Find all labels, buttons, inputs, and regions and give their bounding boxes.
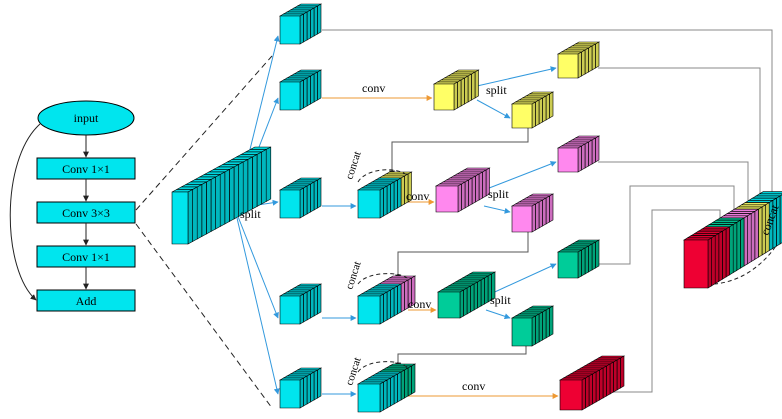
output-line: [598, 185, 735, 265]
conv1-top-label: Conv 1×1: [62, 162, 110, 176]
split-block-yellow-top: [556, 41, 601, 79]
concat-arc: [713, 245, 777, 285]
concat-block-cyan-green: [356, 363, 417, 413]
output-line: [598, 67, 761, 204]
output-line: [606, 209, 721, 393]
split-arrow: [485, 309, 511, 320]
final-concat-block: [682, 191, 782, 289]
feed-line: [395, 346, 527, 369]
split-arrow: [236, 213, 279, 319]
split-block-3: [278, 177, 323, 219]
split-arrow: [476, 66, 557, 87]
conv-label: conv: [362, 81, 385, 95]
feed-line: [389, 128, 529, 177]
concat-block-cyan-pink: [356, 275, 417, 325]
split-block-2: [278, 69, 323, 111]
conv-block-pink: [434, 167, 491, 213]
split-block-4: [278, 283, 323, 325]
concat-label: concat: [343, 150, 363, 181]
conv-block-green: [436, 271, 497, 319]
conv1-bottom-label: Conv 1×1: [62, 250, 110, 264]
conv3-label: Conv 3×3: [62, 206, 110, 220]
split-arrow: [236, 217, 280, 395]
conv-label: conv: [462, 379, 485, 393]
split-block-pink-bottom: [510, 193, 555, 233]
split-label: split: [488, 187, 509, 201]
conv-block-yellow: [432, 69, 480, 111]
split-block-1: [278, 3, 323, 45]
split-label: split: [240, 207, 261, 221]
zoom-line: [135, 223, 273, 409]
split-arrow: [485, 263, 557, 297]
concat-block-cyan-yellow: [356, 171, 413, 219]
split-arrow: [483, 205, 511, 214]
split-block-pink-top: [556, 135, 601, 173]
conv-label: conv: [406, 189, 429, 203]
split-label: split: [486, 83, 507, 97]
conv-label: conv: [408, 297, 431, 311]
split-block-green-bottom: [510, 305, 555, 347]
split-label: split: [490, 293, 511, 307]
split-block-5: [278, 367, 323, 409]
concat-arc: [357, 273, 411, 285]
output-line: [598, 161, 749, 210]
concat-arc: [357, 361, 409, 373]
conv-block-red: [558, 355, 626, 411]
residual-arrow: [9, 123, 41, 301]
feed-line: [395, 232, 529, 281]
concat-arc: [357, 169, 409, 183]
input-feature-block: [171, 146, 272, 245]
split-block-green-top: [556, 239, 601, 279]
add-label: Add: [76, 294, 97, 308]
zoom-line: [135, 55, 273, 211]
add-node: [36, 289, 136, 312]
split-arrow: [476, 99, 511, 119]
flowchart: input Conv 1×1 Conv 3×3 Conv 1×1 Add: [9, 55, 273, 409]
input-label: input: [74, 111, 99, 125]
split-block-yellow-bottom: [510, 91, 555, 129]
concat-label: concat: [343, 260, 363, 291]
output-line: [322, 29, 773, 200]
feature-blocks: [171, 3, 782, 413]
split-arrow: [483, 161, 557, 191]
